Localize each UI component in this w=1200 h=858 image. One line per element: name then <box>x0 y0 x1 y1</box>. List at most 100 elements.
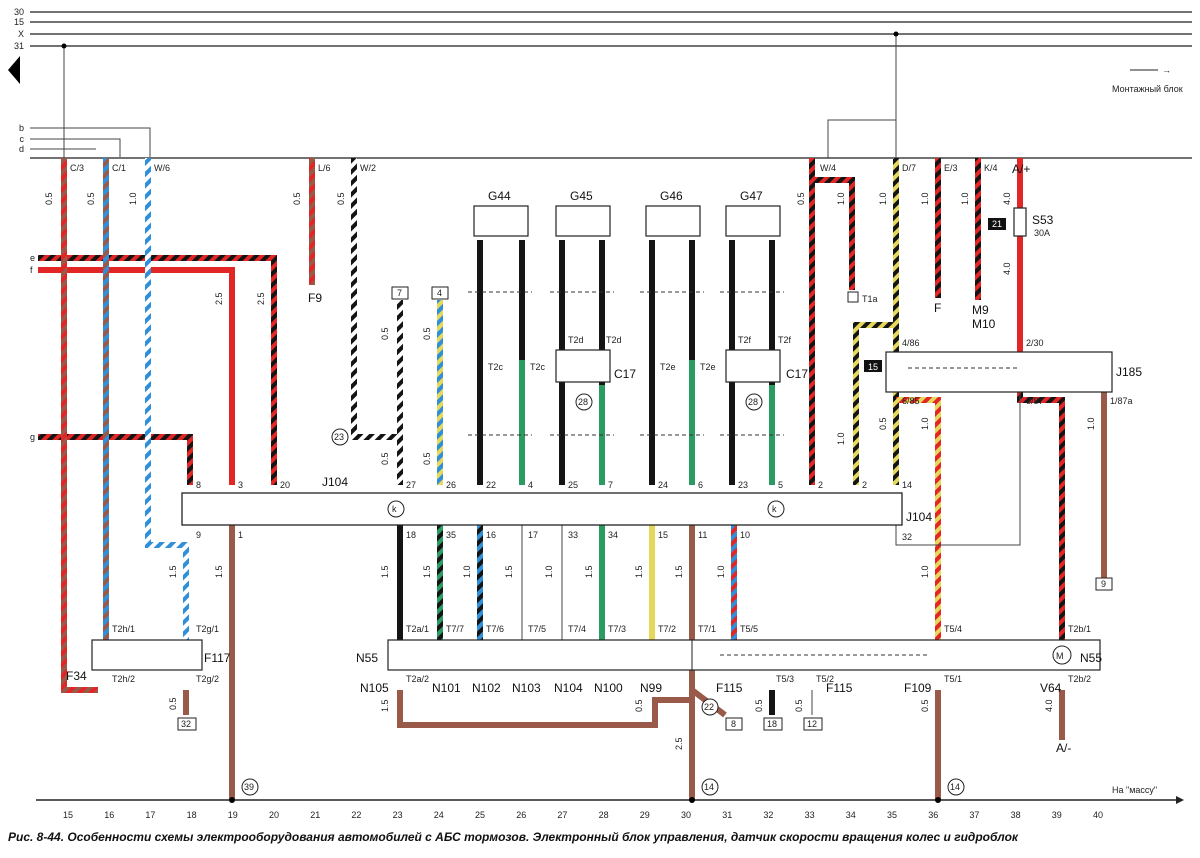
ecu-pin: 14 <box>902 480 912 490</box>
ecu-label: J104 <box>322 475 348 489</box>
column-number: 38 <box>1011 810 1021 820</box>
terminal-t2f-1: T2f <box>738 335 752 345</box>
feed-label-f: f <box>30 265 33 275</box>
wire-gauges: 0.5 0.5 1.0 0.5 0.5 0.5 1.0 1.0 1.0 1.0 … <box>44 192 1096 750</box>
ecu-k-icon: k <box>772 504 777 514</box>
column-number: 33 <box>805 810 815 820</box>
wires <box>61 158 1107 800</box>
block-terminal: T2h/1 <box>112 624 135 634</box>
block-terminal: T5/4 <box>944 624 962 634</box>
block-terminal: T2a/1 <box>406 624 429 634</box>
gauge-label: 1.5 <box>422 565 432 578</box>
connector-w6: W/6 <box>154 163 170 173</box>
valve-label: N102 <box>472 681 501 695</box>
relay-pin-1-87a: 1/87a <box>1110 396 1133 406</box>
box-label-8: 8 <box>731 719 736 729</box>
gauge-label: 0.5 <box>44 192 54 205</box>
ecu-pin: 23 <box>738 480 748 490</box>
ecu-pin: 35 <box>446 530 456 540</box>
ecu-label-right: J104 <box>906 510 932 524</box>
block-terminal: T7/4 <box>568 624 586 634</box>
gauge-label: 2.5 <box>214 292 224 305</box>
ecu-j104: k k J104 J104 8 3 20 27 26 22 4 25 7 24 … <box>181 475 932 542</box>
ground-bus: На "массу" <box>36 785 1184 804</box>
sensor-label-g46: G46 <box>660 189 683 203</box>
gauge-label: 0.5 <box>794 699 804 712</box>
column-number: 27 <box>557 810 567 820</box>
circle-label-23: 23 <box>334 432 344 442</box>
column-number: 24 <box>434 810 444 820</box>
block-terminal: T7/1 <box>698 624 716 634</box>
column-number: 37 <box>969 810 979 820</box>
gauge-label: 1.5 <box>380 699 390 712</box>
gauge-label: 4.0 <box>1044 699 1054 712</box>
label-m9: M9 <box>972 303 989 317</box>
switch-label-f109: F109 <box>904 681 932 695</box>
ecu-pin: 25 <box>568 480 578 490</box>
ecu-pin: 10 <box>740 530 750 540</box>
box-label-4: 4 <box>437 288 442 298</box>
capacitor-label-c17-right: C17 <box>786 367 808 381</box>
ecu-pin: 7 <box>608 480 613 490</box>
ecu-pin: 20 <box>280 480 290 490</box>
column-number: 34 <box>846 810 856 820</box>
gauge-label: 2.5 <box>674 737 684 750</box>
ecu-pin: 8 <box>196 480 201 490</box>
gauge-label: 1.5 <box>214 565 224 578</box>
terminal-t2e-1: T2e <box>660 362 676 372</box>
connector-c3: C/3 <box>70 163 84 173</box>
sensor-label-g47: G47 <box>740 189 763 203</box>
block-terminal: T5/3 <box>776 674 794 684</box>
gauge-label: 1.0 <box>462 565 472 578</box>
switch-label-f115: F115 <box>826 681 853 695</box>
column-number: 40 <box>1093 810 1103 820</box>
fuse-label: S53 <box>1032 213 1054 227</box>
block-terminal: T7/2 <box>658 624 676 634</box>
gauge-label: 1.0 <box>836 432 846 445</box>
gauge-label: 1.0 <box>1086 417 1096 430</box>
gauge-label: 0.5 <box>920 699 930 712</box>
ecu-pin: 26 <box>446 480 456 490</box>
connector-d7: D/7 <box>902 163 916 173</box>
circle-label-14: 14 <box>704 782 714 792</box>
ecu-pin: 15 <box>658 530 668 540</box>
ecu-pin: 3 <box>238 480 243 490</box>
column-number: 22 <box>351 810 361 820</box>
ecu-pin: 5 <box>778 480 783 490</box>
connector-c1: C/1 <box>112 163 126 173</box>
relay-pin-6-85: 6/85 <box>902 396 920 406</box>
column-number: 28 <box>599 810 609 820</box>
gauge-label: 1.5 <box>504 565 514 578</box>
connector-w2: W/2 <box>360 163 376 173</box>
ecu-pin: 18 <box>406 530 416 540</box>
ecu-pin: 11 <box>698 530 707 540</box>
gauge-label: 1.0 <box>920 417 930 430</box>
box-label-9: 9 <box>1101 579 1106 589</box>
ecu-pin: 2 <box>862 480 867 490</box>
relay-label: J185 <box>1116 365 1142 379</box>
connector-labels: C/3 C/1 W/6 L/6 W/2 W/4 D/7 E/3 K/4 A/+ <box>70 162 1030 176</box>
fuse-s53: 21 S53 30A <box>988 207 1054 238</box>
gauge-label: 0.5 <box>796 192 806 205</box>
terminal-a-minus: A/- <box>1056 741 1071 755</box>
ecu-pin: 4 <box>528 480 533 490</box>
gauge-label: 0.5 <box>336 192 346 205</box>
connector-k4: K/4 <box>984 163 998 173</box>
gauge-label: 0.5 <box>380 452 390 465</box>
valve-label: N104 <box>554 681 583 695</box>
column-number: 25 <box>475 810 485 820</box>
reference-circles: 23 28 28 22 39 14 14 <box>241 393 965 796</box>
switch-label-f34: F34 <box>66 669 87 683</box>
hydro-unit-label: N55 <box>356 651 378 665</box>
block-terminal: T5/5 <box>740 624 758 634</box>
column-number: 31 <box>722 810 732 820</box>
aux-bus-label-c: c <box>20 134 25 144</box>
relay-pin-2-30: 2/30 <box>1026 338 1044 348</box>
ecu-pin: 27 <box>406 480 416 490</box>
feed-label-g: g <box>30 432 35 442</box>
box-label-18: 18 <box>767 719 777 729</box>
side-feeds: e f g <box>30 253 277 485</box>
gauge-label: 0.5 <box>86 192 96 205</box>
gauge-label: 0.5 <box>634 699 644 712</box>
gauge-label: 0.5 <box>380 327 390 340</box>
